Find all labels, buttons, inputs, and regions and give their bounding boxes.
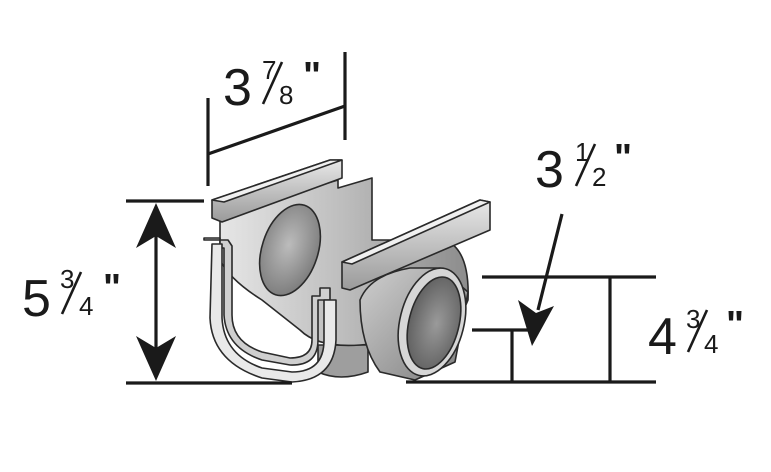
outlet-diameter-whole: 3 [535,141,564,199]
arrowhead-up [136,203,176,248]
overall-height-whole: 5 [22,270,51,328]
overall-height-numerator: 3 [60,264,74,294]
outlet-height-dimension: 4 3 4 " [406,275,744,384]
top-width-denominator: 8 [279,80,293,110]
outlet-height-denominator: 4 [704,329,718,359]
outlet-diameter-denominator: 2 [592,162,606,192]
outlet-diameter-unit: " [614,137,632,179]
top-width-numerator: 7 [262,55,276,85]
outlet-height-unit: " [726,304,744,346]
outlet-height-whole: 4 [648,308,677,366]
outlet-diameter-callout: 3 1 2 " [518,137,632,346]
arrowhead-down [136,336,176,381]
arrowhead-diameter [518,300,554,346]
top-width-whole: 3 [223,59,252,117]
top-width-unit: " [303,55,321,97]
drain-channel-illustration [203,159,491,383]
overall-height-unit: " [103,267,121,309]
outlet-diameter-numerator: 1 [575,137,589,167]
overall-height-denominator: 4 [79,291,93,321]
overall-height-dimension: 5 3 4 " [22,199,292,385]
outlet-height-numerator: 3 [686,304,700,334]
top-width-dimension: 3 7 8 " [206,52,347,186]
